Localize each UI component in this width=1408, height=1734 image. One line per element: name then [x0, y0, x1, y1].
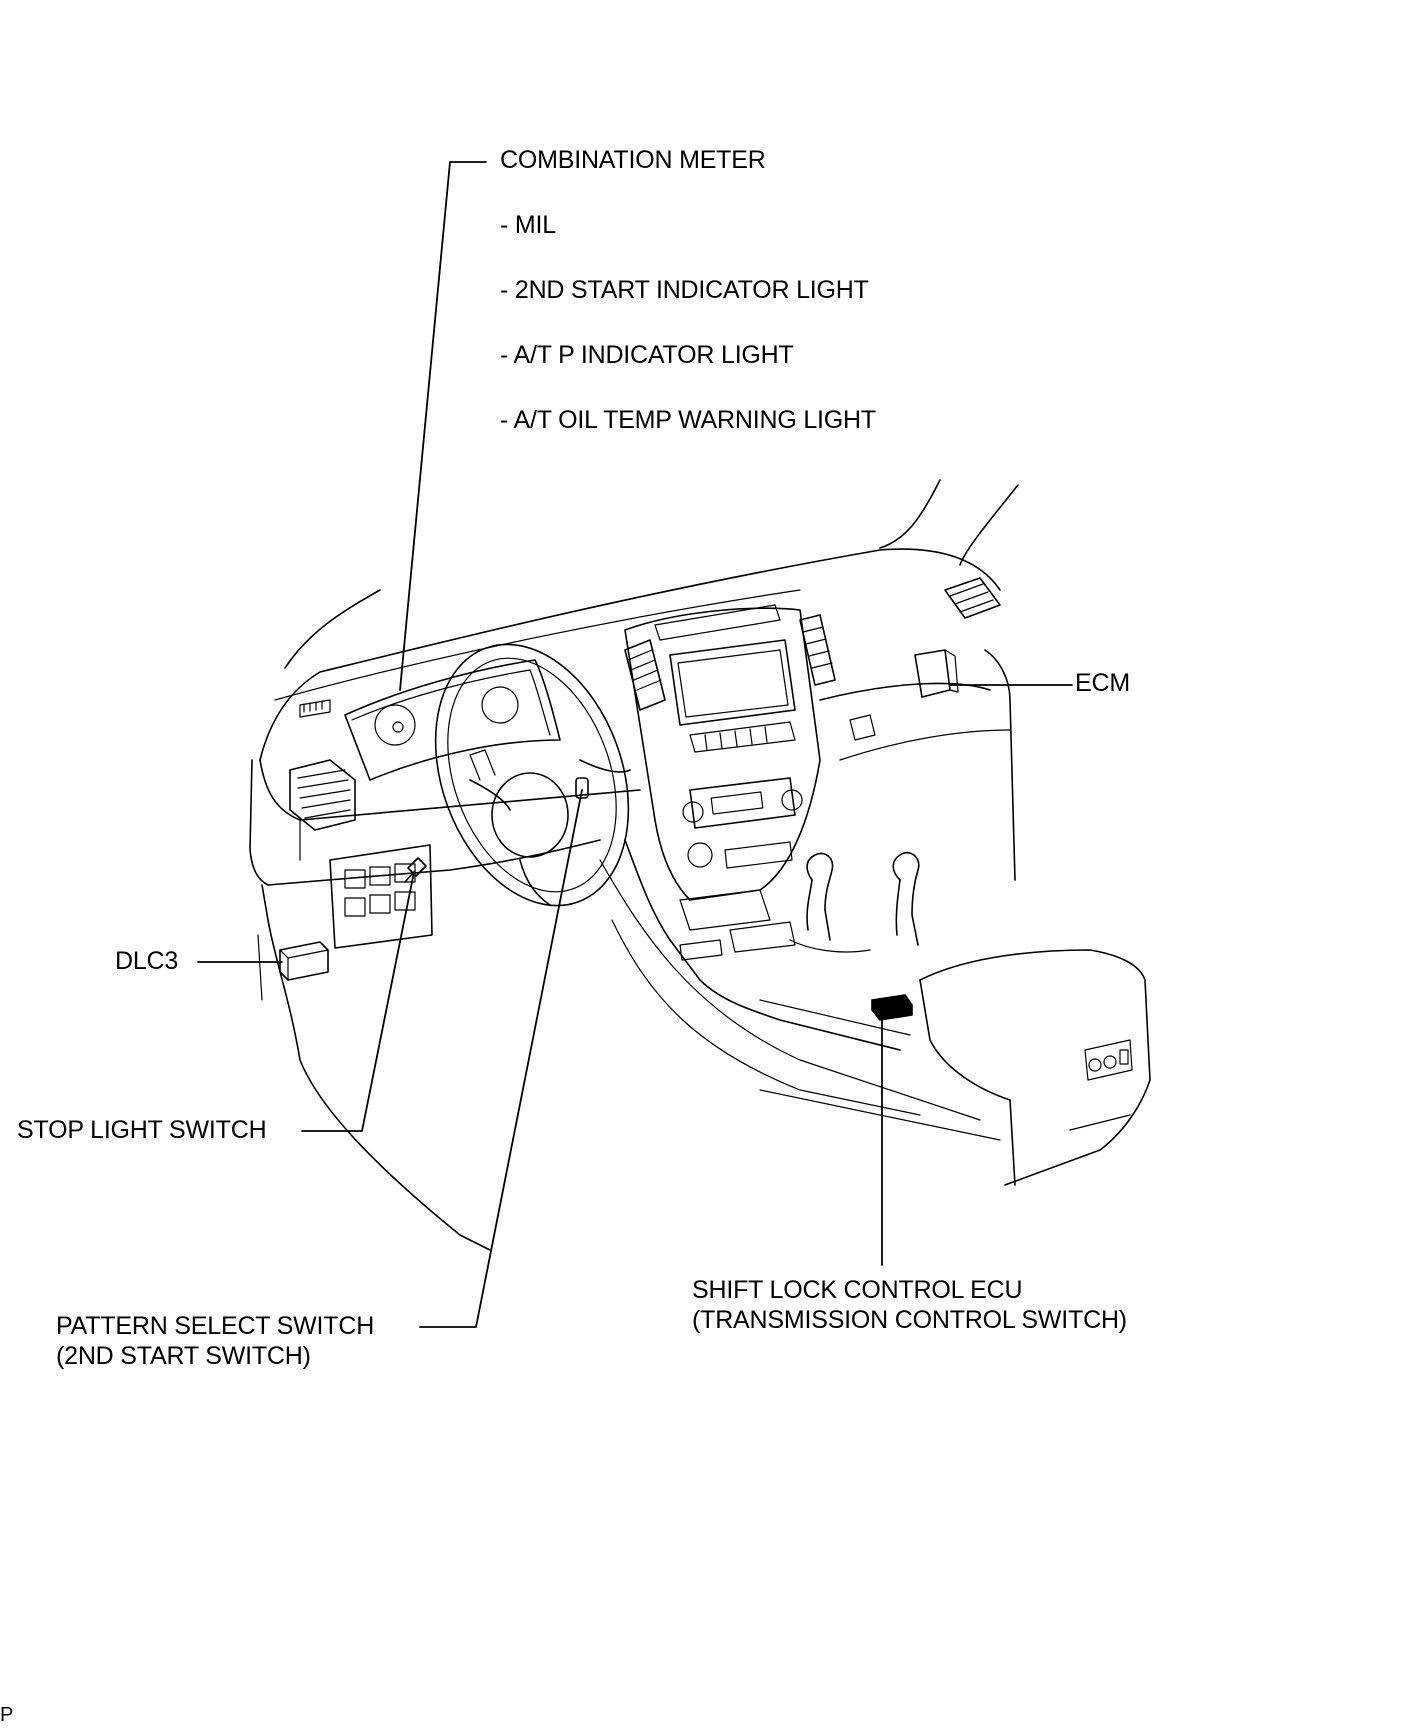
- pattern-select-switch-leader: [419, 789, 583, 1328]
- dashboard-lower-left: [249, 759, 601, 886]
- pattern-select-switch-part: [575, 777, 589, 799]
- shift-lock-control-ecu-callout: SHIFT LOCK CONTROL ECU (TRANSMISSION CON…: [692, 1275, 1127, 1335]
- dashboard-top: [259, 548, 1001, 761]
- combination-meter-callout: COMBINATION METER - MIL - 2ND START INDI…: [500, 145, 876, 435]
- center-console-armrest: [919, 949, 1151, 1186]
- pattern-select-switch-label: PATTERN SELECT SWITCH: [56, 1312, 375, 1340]
- left-air-vent: [289, 759, 356, 831]
- stop-light-switch-leader: [301, 871, 415, 1132]
- combination-meter-leader: [399, 161, 487, 691]
- stop-light-switch-label: STOP LIGHT SWITCH: [17, 1116, 267, 1144]
- dlc3-connector: [279, 941, 329, 981]
- shift-lock-ecu-part: [871, 994, 913, 1021]
- ecm-unit: [914, 649, 959, 698]
- footer-mark: P: [0, 1704, 14, 1726]
- steering-wheel: [434, 643, 631, 907]
- dlc3-label: DLC3: [115, 947, 179, 975]
- right-air-vent: [944, 577, 1001, 619]
- combination-meter-label: COMBINATION METER: [500, 146, 766, 174]
- mil-item: - MIL: [500, 211, 556, 239]
- shift-lever: [789, 851, 920, 953]
- shift-lock-control-ecu-label: SHIFT LOCK CONTROL ECU: [692, 1276, 1023, 1304]
- windshield-outline: [284, 589, 381, 669]
- 2nd-start-indicator-item: - 2ND START INDICATOR LIGHT: [500, 276, 869, 304]
- shift-lock-control-ecu-sublabel: (TRANSMISSION CONTROL SWITCH): [692, 1306, 1127, 1334]
- instrument-cluster: [299, 659, 561, 781]
- center-stack: [624, 604, 836, 901]
- pattern-select-switch-sublabel: (2ND START SWITCH): [56, 1342, 311, 1370]
- at-oil-temp-warning-item: - A/T OIL TEMP WARNING LIGHT: [500, 406, 876, 434]
- at-p-indicator-item: - A/T P INDICATOR LIGHT: [500, 341, 794, 369]
- pattern-select-switch-callout: PATTERN SELECT SWITCH (2ND START SWITCH): [56, 1311, 374, 1371]
- left-switch-panel: [329, 844, 433, 949]
- ecm-label: ECM: [1075, 669, 1130, 697]
